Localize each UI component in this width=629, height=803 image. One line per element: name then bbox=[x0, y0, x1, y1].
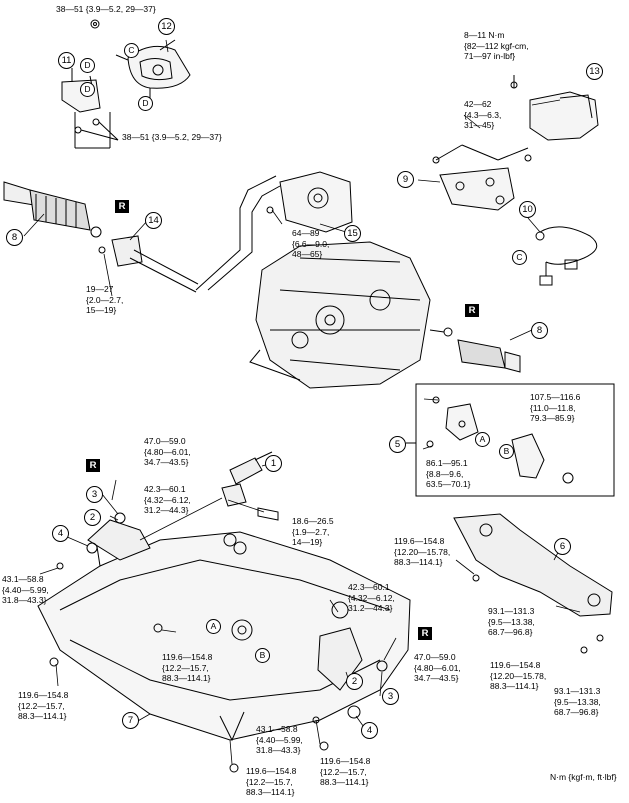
transfer-15 bbox=[195, 171, 353, 291]
callout-11: 11 bbox=[58, 52, 75, 69]
ref-letter-d-bracket-top: D bbox=[80, 58, 95, 73]
member-6 bbox=[453, 513, 613, 654]
mount-bracket-9 bbox=[432, 144, 532, 211]
callout-14: 14 bbox=[145, 212, 162, 229]
torque-38-51-bracket: 38—51 {3.9—5.2, 29—37} bbox=[122, 132, 222, 142]
units-note: N·m {kgf·m, ft·lbf} bbox=[550, 772, 617, 782]
torque-18-6: 18.6—26.5 {1.9—2.7, 14—19} bbox=[292, 516, 334, 547]
ref-letter-c-mount: C bbox=[124, 43, 139, 58]
ref-letter-d-mount: D bbox=[138, 96, 153, 111]
torque-119-6-left: 119.6—154.8 {12.2—15.7, 88.3—114.1} bbox=[18, 690, 69, 721]
torque-47-left: 47.0—59.0 {4.80—6.01, 34.7—43.5} bbox=[144, 436, 191, 467]
sensor-harness-10 bbox=[535, 226, 598, 286]
torque-119-6-member-right: 119.6—154.8 {12.20—15.78, 88.3—114.1} bbox=[490, 660, 547, 691]
callout-12: 12 bbox=[158, 18, 175, 35]
ref-letter-b-inset: B bbox=[499, 444, 514, 459]
callout-2-right: 2 bbox=[346, 673, 363, 690]
mount-bracket-12 bbox=[115, 39, 191, 100]
torque-119-6-center: 119.6—154.8 {12.2—15.7, 88.3—114.1} bbox=[162, 652, 213, 683]
torque-42-3-left: 42.3—60.1 {4.32—6.12, 31.2—44.3} bbox=[144, 484, 191, 515]
callout-2-left: 2 bbox=[84, 509, 101, 526]
callout-13: 13 bbox=[586, 63, 603, 80]
ref-letter-a-frame: A bbox=[206, 619, 221, 634]
torque-43-1-left: 43.1—58.8 {4.40—5.99, 31.8—43.3} bbox=[2, 574, 49, 605]
callout-3-right: 3 bbox=[382, 688, 399, 705]
torque-93-1-left: 93.1—131.3 {9.5—13.38, 68.7—96.8} bbox=[488, 606, 535, 637]
torque-8-11: 8—11 N·m {82—112 kgf-cm, 71—97 in-lbf} bbox=[464, 30, 529, 61]
bolt-top bbox=[90, 19, 100, 29]
torque-107-5: 107.5—116.6 {11.0—11.8, 79.3—85.9} bbox=[530, 392, 581, 423]
steering-joint-1 bbox=[221, 451, 279, 521]
torque-119-6-bottom: 119.6—154.8 {12.2—15.7, 88.3—114.1} bbox=[246, 766, 297, 797]
mount-inset-5 bbox=[406, 383, 615, 497]
callout-7: 7 bbox=[122, 712, 139, 729]
callout-4-left: 4 bbox=[52, 525, 69, 542]
callout-15: 15 bbox=[344, 225, 361, 242]
drive-shaft-right-8 bbox=[429, 327, 521, 373]
crossmember-7 bbox=[37, 529, 411, 742]
callout-1: 1 bbox=[265, 455, 282, 472]
transaxle bbox=[249, 241, 431, 389]
replace-mark-left: R bbox=[115, 200, 129, 213]
torque-119-6-member-left: 119.6—154.8 {12.20—15.78, 88.3—114.1} bbox=[394, 536, 451, 567]
ref-letter-c-harness: C bbox=[512, 250, 527, 265]
torque-42-62: 42—62 {4.3—6.3, 31—45} bbox=[464, 99, 502, 130]
callout-4-right: 4 bbox=[361, 722, 378, 739]
callout-9: 9 bbox=[397, 171, 414, 188]
callout-3-left: 3 bbox=[86, 486, 103, 503]
replace-mark-right: R bbox=[465, 304, 479, 317]
callout-8-left: 8 bbox=[6, 229, 23, 246]
replace-mark-lower-right: R bbox=[418, 627, 432, 640]
torque-86-1: 86.1—95.1 {8.8—9.6, 63.5—70.1} bbox=[426, 458, 471, 489]
mount-nuts bbox=[49, 623, 329, 773]
callout-6: 6 bbox=[554, 538, 571, 555]
torque-47-right: 47.0—59.0 {4.80—6.01, 34.7—43.5} bbox=[414, 652, 461, 683]
ref-letter-d-bracket-bottom: D bbox=[80, 82, 95, 97]
callout-8-right: 8 bbox=[531, 322, 548, 339]
ref-letter-b-frame: B bbox=[255, 648, 270, 663]
lower-arm-left bbox=[56, 512, 151, 570]
mount-bracket-11 bbox=[61, 68, 119, 149]
torque-19-27: 19—27 {2.0—2.7, 15—19} bbox=[86, 284, 124, 315]
callout-5: 5 bbox=[389, 436, 406, 453]
torque-42-3-right: 42.3—60.1 {4.32—6.12, 31.2—44.3} bbox=[348, 582, 395, 613]
torque-119-6-bottom-right: 119.6—154.8 {12.2—15.7, 88.3—114.1} bbox=[320, 756, 371, 787]
cover-13 bbox=[510, 75, 599, 141]
callout-10: 10 bbox=[519, 201, 536, 218]
ref-letter-a-inset: A bbox=[475, 432, 490, 447]
torque-93-1-right: 93.1—131.3 {9.5—13.38, 68.7—96.8} bbox=[554, 686, 601, 717]
drive-shaft-left-8 bbox=[3, 181, 102, 238]
joint-shaft-14 bbox=[98, 235, 199, 293]
torque-43-1-right: 43.1—58.8 {4.40—5.99, 31.8—43.3} bbox=[256, 724, 303, 755]
torque-38-51-top: 38—51 {3.9—5.2, 29—37} bbox=[56, 4, 156, 14]
replace-mark-lower-left: R bbox=[86, 459, 100, 472]
torque-64-89: 64—89 {6.6—9.0, 48—65} bbox=[292, 228, 330, 259]
